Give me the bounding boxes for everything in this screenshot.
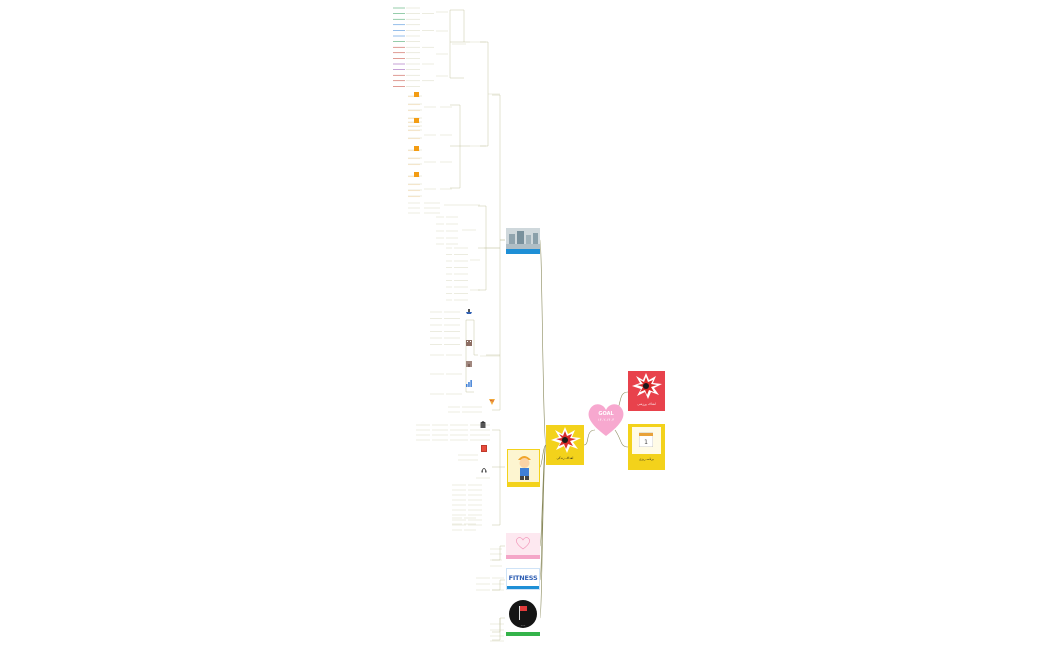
central-heart-node[interactable]: GOAL ۱۴۰۲-۱۴۰۳ <box>586 400 626 438</box>
central-title: GOAL <box>598 411 614 417</box>
building-icon <box>466 361 472 367</box>
calendar-card[interactable]: 1 برنامه ریزی <box>628 424 665 470</box>
city-icon <box>506 228 540 249</box>
fitness-card-bar <box>507 586 539 589</box>
burst-goal-icon <box>632 373 662 399</box>
burst-goal-icon <box>551 427 581 453</box>
dark-card-bar <box>506 632 540 636</box>
headphones-icon <box>481 468 487 473</box>
calendar-icon: 1 <box>639 432 653 447</box>
orange-note-icon <box>414 92 419 97</box>
heart-icon <box>588 404 624 436</box>
building-icon <box>466 340 472 346</box>
building-icon <box>480 421 486 428</box>
boy-card[interactable] <box>507 449 540 487</box>
main-connectors <box>539 239 629 619</box>
leaf-lines <box>406 7 504 642</box>
pink-heart-icon <box>516 537 530 550</box>
orange-note-icon <box>414 146 419 151</box>
colored-leaf-lines <box>393 7 420 197</box>
bar-chart-icon <box>466 380 472 387</box>
pink-card-bar <box>506 555 540 559</box>
orange-note-icon <box>414 172 419 177</box>
boy-card-bar <box>508 482 539 486</box>
tree-branches <box>449 9 505 641</box>
dark-card[interactable]: ~~ <box>506 598 540 636</box>
svg-text:~~: ~~ <box>520 623 526 627</box>
pink-card[interactable] <box>506 533 540 559</box>
city-card[interactable] <box>506 228 540 254</box>
yellow-goal-caption: اهداف زندگی <box>556 456 574 460</box>
red-goal-card[interactable]: اهداف ورزشی <box>628 371 665 411</box>
central-subtitle: ۱۴۰۲-۱۴۰۳ <box>597 418 615 422</box>
flag-icon: ~~ <box>509 600 537 628</box>
yellow-goal-card[interactable]: اهداف زندگی <box>546 425 584 465</box>
orange-note-icon <box>414 118 419 123</box>
book-icon <box>481 445 487 452</box>
calendar-caption: برنامه ریزی <box>639 457 654 461</box>
red-goal-caption: اهداف ورزشی <box>637 402 656 406</box>
cartoon-boy-icon <box>518 456 531 480</box>
fitness-card[interactable]: FITNESS <box>506 568 540 590</box>
pizza-icon <box>489 399 495 405</box>
ship-icon <box>466 309 472 314</box>
svg-text:1: 1 <box>644 439 648 446</box>
leaf-icons <box>414 92 419 177</box>
fitness-word: FITNESS <box>508 574 538 582</box>
